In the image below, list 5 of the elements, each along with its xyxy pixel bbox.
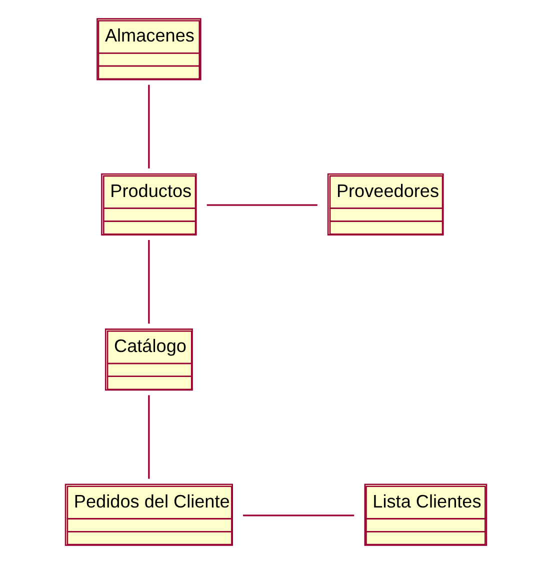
connector (148, 240, 150, 324)
connector (148, 84, 150, 168)
connector (243, 514, 354, 516)
connector (148, 395, 150, 479)
connector (206, 204, 318, 206)
